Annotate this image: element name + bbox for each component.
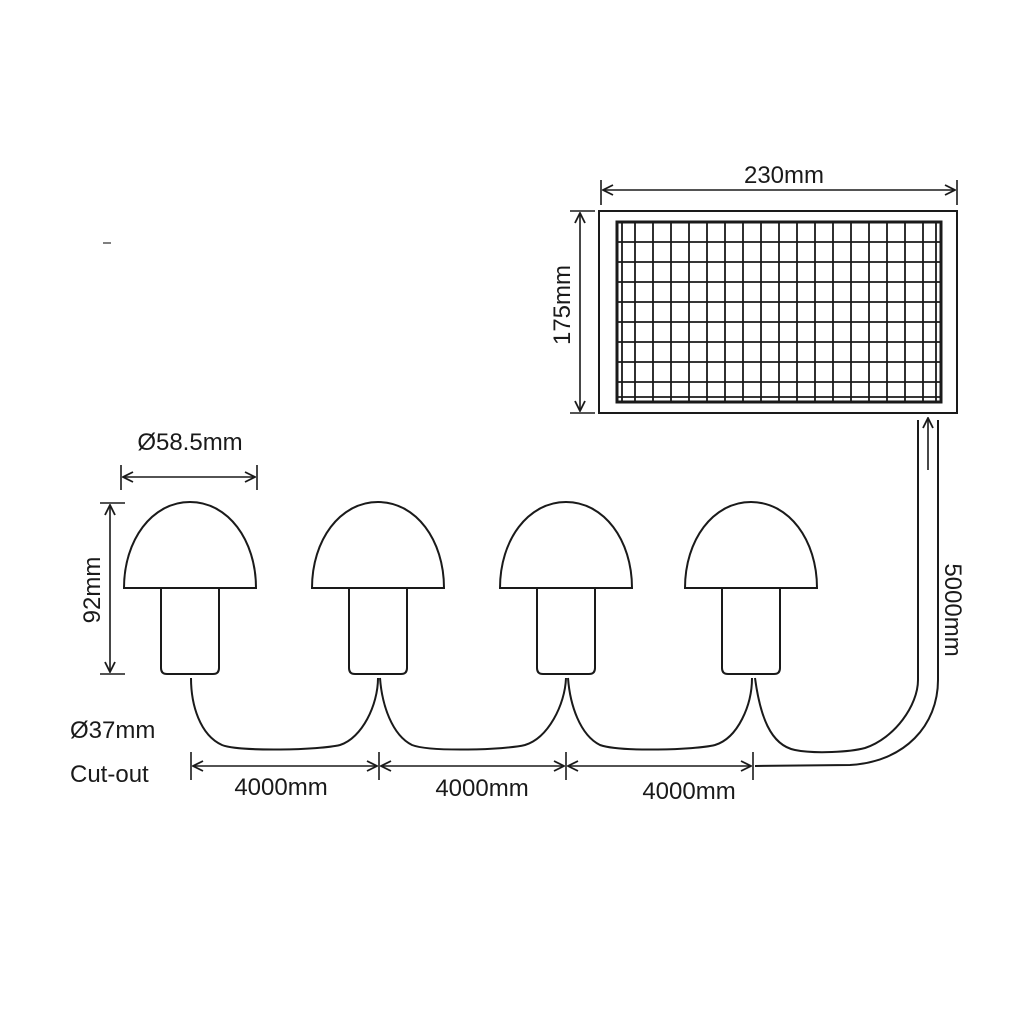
- cutout-diameter-label: Ø37mm: [70, 717, 155, 744]
- lamp-stem: [160, 588, 220, 675]
- lamp-4: [683, 500, 819, 675]
- cable-lamp1-lamp2: [190, 677, 379, 751]
- lamp-diameter-label: Ø58.5mm: [137, 429, 242, 456]
- solar-panel-cell-grid: [617, 222, 941, 402]
- lamp-dome: [122, 500, 258, 589]
- lamp-height-dimension: 92mm: [79, 502, 125, 675]
- panel-height-label: 175mm: [549, 265, 576, 345]
- spacing-label-1: 4000mm: [234, 774, 327, 801]
- cables: [190, 418, 939, 767]
- lamp-diameter-dimension: Ø58.5mm: [120, 429, 258, 490]
- lamp-row: [122, 500, 819, 675]
- cable-lamp3-lamp4: [567, 677, 753, 751]
- lamp-dome: [683, 500, 819, 589]
- cutout-caption: Cut-out: [70, 761, 149, 788]
- lamp-3: [498, 500, 634, 675]
- lead-cable-label: 5000mm: [939, 563, 966, 656]
- cable-panel-return: [754, 420, 939, 767]
- solar-panel: [598, 210, 958, 414]
- cable-lamp4-panel: [754, 420, 919, 754]
- panel-width-dimension: 230mm: [600, 162, 958, 205]
- spacing-label-3: 4000mm: [642, 778, 735, 805]
- panel-height-dimension: 175mm: [549, 210, 595, 414]
- spacing-dimensions: 4000mm 4000mm 4000mm: [190, 752, 754, 805]
- lamp-stem: [721, 588, 781, 675]
- lamp-dome: [310, 500, 446, 589]
- lamp-stem: [348, 588, 408, 675]
- spacing-label-2: 4000mm: [435, 775, 528, 802]
- solar-panel-frame: [598, 210, 958, 414]
- lamp-stem: [536, 588, 596, 675]
- panel-width-label: 230mm: [744, 162, 824, 189]
- lamp-height-label: 92mm: [79, 557, 106, 624]
- lamp-1: [122, 500, 258, 675]
- cable-lamp2-lamp3: [379, 677, 567, 751]
- lamp-dome: [498, 500, 634, 589]
- lamp-2: [310, 500, 446, 675]
